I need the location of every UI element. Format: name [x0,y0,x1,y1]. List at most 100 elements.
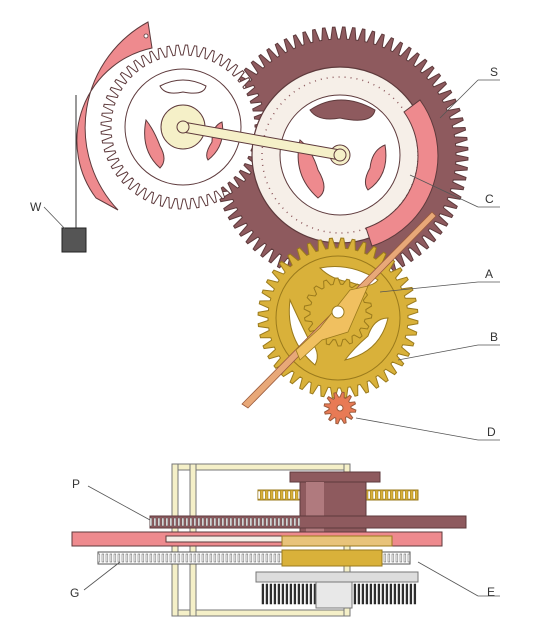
gear-G-tooth [101,553,105,563]
gear-P-tooth [181,517,185,527]
gear-P [149,515,467,529]
gear-G-tooth [185,553,189,563]
label-E: E [487,585,495,599]
gold-top-tooth [387,490,391,500]
gear-G-tooth [237,553,241,563]
gear-G-tooth [225,553,229,563]
drum-tooth [357,583,361,605]
gear-P-tooth [237,517,241,527]
gear-P-tooth [209,517,213,527]
gear-P-tooth [157,517,161,527]
leader-P [87,485,151,521]
gear-G-tooth [383,553,387,563]
label-C: C [485,192,494,206]
gear-P-tooth [281,517,285,527]
label-P: P [72,477,80,491]
segment-C [365,99,439,247]
drum-tooth [389,583,393,605]
gear-G-tooth [117,553,121,563]
drum-tooth [405,583,409,605]
gold-top-tooth [377,490,381,500]
gear-G-tooth [121,553,125,563]
label-D: D [487,425,496,439]
gear-G-tooth [141,553,145,563]
gear-G-tooth [403,553,407,563]
label-A: A [485,267,493,281]
gear-G-teeth [97,553,411,563]
gear-P-tooth [241,517,245,527]
connecting-arm-fill [178,122,345,160]
gear-S-opening-1 [309,99,376,121]
drum-tooth [373,583,377,605]
gear-G-tooth [257,553,261,563]
gear-G-tooth [209,553,213,563]
gear-G-tooth [213,553,217,563]
drum-tooth [361,583,365,605]
gear-P-tooth [233,517,237,527]
gear-G-tooth [253,553,257,563]
gear-G-tooth [249,553,253,563]
gear-G-tooth [189,553,193,563]
gear-B-opening-2 [343,317,389,361]
gear-P-tooth [245,517,249,527]
drum-tooth [409,583,413,605]
leader-D-2 [355,417,479,441]
drum-tooth [401,583,405,605]
gear-G-tooth [387,553,391,563]
gold-top-tooth [402,490,406,500]
gear-G-tooth [201,553,205,563]
leader-E-2 [417,561,479,597]
gear-P-tooth [265,517,269,527]
gear-P-tooth [221,517,225,527]
gear-G-tooth [241,553,245,563]
drum-tooth [381,583,385,605]
gear-G-tooth [197,553,201,563]
gear-P-tooth [229,517,233,527]
gear-P-tooth [289,517,293,527]
leader-S-2 [439,79,479,119]
gear-G-tooth [193,553,197,563]
pink-arc-segment [76,21,153,211]
gold-top-tooth [292,490,296,500]
gear-G-tooth [145,553,149,563]
gear-G-tooth [113,553,117,563]
drum-tooth [293,583,297,605]
gear-G-tooth [261,553,265,563]
gear-P-tooth [261,517,265,527]
gold-top-tooth [412,490,416,500]
drum-tooth [385,583,389,605]
drum-tooth [305,583,309,605]
label-G: G [70,586,79,600]
gear-P-tooth [161,517,165,527]
gear-P-tooth [293,517,297,527]
gear-G-tooth [125,553,129,563]
drum-tooth [365,583,369,605]
gear-G-tooth [129,553,133,563]
gear-G-tooth [245,553,249,563]
gear-P-tooth [197,517,201,527]
gear-G-tooth [169,553,173,563]
gold-top-tooth [397,490,401,500]
gold-top-tooth [262,490,266,500]
drum-tooth [309,583,313,605]
label-S: S [490,65,498,79]
gear-G-tooth [157,553,161,563]
drum-tooth [273,583,277,605]
gear-P-tooth [217,517,221,527]
drum-tooth [297,583,301,605]
leader-W [43,206,69,233]
drum [255,571,419,583]
gear-G-tooth [233,553,237,563]
drum-tooth [265,583,269,605]
label-B: B [490,330,498,344]
gear-P-tooth [277,517,281,527]
gold-top-tooth [382,490,386,500]
gear-G-tooth [109,553,113,563]
arm-pivot-left [176,120,190,134]
gear-G-tooth [153,553,157,563]
leader-A-2 [379,281,479,293]
gear-G-tooth [161,553,165,563]
lever-A-slot [295,285,369,361]
drum-tooth [369,583,373,605]
